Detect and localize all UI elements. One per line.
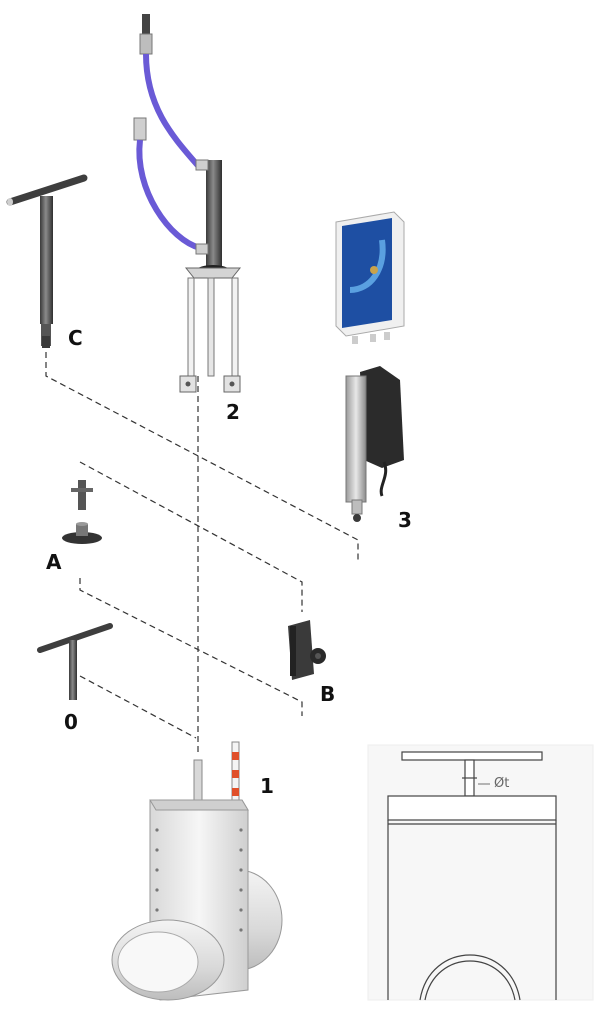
label-0: 0 [64,710,78,734]
label-2: 2 [226,400,240,424]
label-a: A [46,550,62,574]
label-3: 3 [398,508,412,532]
label-1: 1 [260,774,274,798]
label-b: B [320,682,336,706]
dimension-label: Øt [494,776,510,791]
part-2-hydraulic-column [133,14,242,393]
part-0-t-handle [37,623,113,700]
part-3-linear-actuator [345,366,404,522]
detail-drawing [367,744,594,1001]
part-a-spindle-assembly [62,480,102,544]
part-c-t-handle [6,174,88,348]
label-c: C [68,326,83,350]
part-1-knife-gate-valve [111,741,283,1001]
part-b-lock-block [288,620,326,680]
assembly-leader-lines [45,352,359,752]
part-3-control-box [335,211,405,344]
